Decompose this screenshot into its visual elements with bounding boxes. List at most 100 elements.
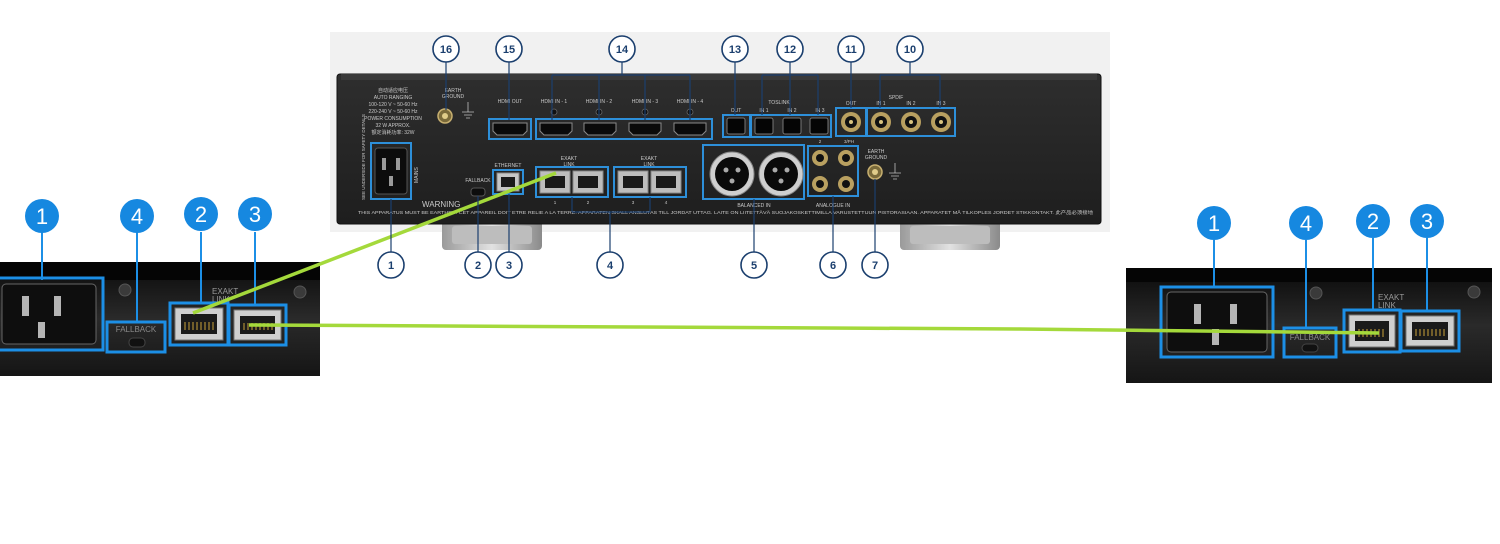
zoom-link-label: LINK (1378, 301, 1396, 310)
toslink-port (754, 117, 774, 135)
callout-badge (1410, 204, 1444, 238)
zoom-mains-highlight (0, 276, 105, 352)
power-spec-line: POWER CONSUMPTION (364, 116, 422, 122)
ethernet-highlight (492, 169, 524, 195)
callout-badge (1356, 204, 1390, 238)
balanced-inputs: BALANCED IN (702, 144, 805, 209)
callout-badge-number: 4 (1300, 211, 1312, 236)
earth-ground-top: EARTH GROUND (437, 88, 474, 124)
toslink-label: TOSLINK (768, 100, 790, 106)
power-spec-line: 100-120 V ~ 50-60 Hz (368, 102, 418, 108)
callout-number: 1 (388, 260, 394, 272)
warning-text: THIS APPARATUS MUST BE EARTHED. CET APPA… (358, 209, 1093, 216)
callout-circle (819, 251, 847, 279)
link-label: LINK (643, 162, 655, 168)
fallback-label: FALLBACK (465, 178, 491, 184)
zoom-left-badges: 1 4 2 3 (25, 197, 272, 233)
earth-label: EARTH (445, 88, 462, 94)
toslink-port (809, 117, 829, 135)
toslink-in-highlight (750, 114, 832, 138)
callout-number: 14 (616, 44, 629, 56)
callout-circle (596, 251, 624, 279)
zoom-right-badges: 1 4 2 3 (1197, 204, 1444, 240)
toslink-port-label: IN 1 (759, 108, 768, 114)
hdmi-in-label: HDMI IN - 1 (541, 99, 568, 105)
callout-badge (1289, 206, 1323, 240)
callout-number: 16 (440, 44, 452, 56)
spdif-port-label: IN 2 (906, 101, 915, 107)
connector-lines (192, 171, 1380, 335)
fallback-ethernet: FALLBACK ETHERNET (465, 163, 524, 197)
callout-circle (608, 35, 636, 63)
ground-label: GROUND (865, 155, 888, 161)
callout-circle (495, 35, 523, 63)
exakt-port-number: 2 (587, 200, 590, 205)
callout-circle (495, 251, 523, 279)
connector-line (248, 323, 1380, 335)
callout-circle (740, 251, 768, 279)
earth-ground-right: EARTH GROUND (865, 149, 901, 180)
callout-number: 6 (830, 260, 836, 272)
safety-side-text: SEE UNDERSIDE FOR SAFETY DETAILS (361, 114, 366, 200)
bottom-callouts: 1 2 3 4 5 6 7 (377, 179, 889, 279)
analogue-mark: 2 (819, 139, 822, 144)
ethernet-label: ETHERNET (495, 163, 522, 169)
mains-label: MAINS (414, 167, 420, 184)
zoom-right: FALLBACK EXAKT LINK 1 4 2 (1126, 204, 1492, 383)
hdmi-out-highlight (488, 118, 532, 140)
callout-badge-number: 2 (195, 202, 207, 227)
exakt-label: EXAKT (561, 156, 577, 162)
exakt-link-section: EXAKT LINK EXAKT LINK 1 2 3 4 (535, 156, 687, 205)
ground-symbol-icon (462, 102, 474, 119)
callout-badge-number: 3 (1421, 209, 1433, 234)
power-spec-line: AUTO RANGING (374, 95, 413, 101)
toslink-port-label: IN 2 (787, 108, 796, 114)
toslink-section: TOSLINK OUT IN 1 IN 2 IN 3 (722, 100, 832, 138)
callout-number: 13 (729, 44, 741, 56)
top-callouts: 16 15 14 13 12 11 10 (432, 35, 941, 120)
callout-badge (238, 197, 272, 231)
hdmi-in-port (673, 122, 707, 136)
zoom-fallback-label: FALLBACK (116, 325, 157, 334)
exakt-port-number: 1 (554, 200, 557, 205)
power-spec-line: 32 W APPROX. (375, 123, 410, 129)
callout-number: 5 (751, 260, 757, 272)
earth-label: EARTH (868, 149, 885, 155)
callout-badge-number: 4 (131, 204, 143, 229)
toslink-port-label: IN 3 (815, 108, 824, 114)
callout-badge (25, 199, 59, 233)
power-spec-block: 自动适应电压 AUTO RANGING 100-120 V ~ 50-60 Hz… (364, 87, 422, 136)
toslink-port (782, 117, 802, 135)
zoom-link-label: LINK (212, 295, 230, 304)
callout-badge (1197, 206, 1231, 240)
toslink-port (726, 117, 746, 135)
callout-badge-number: 1 (36, 204, 48, 229)
ground-label: GROUND (442, 94, 465, 100)
callout-badge-number: 2 (1367, 209, 1379, 234)
analogue-mark: 3/PH (844, 139, 854, 144)
callout-badge-number: 3 (249, 202, 261, 227)
callout-circle (861, 251, 889, 279)
zoom-fallback-highlight (1282, 326, 1338, 359)
fallback-button (470, 187, 486, 197)
zoom-exakt-label: EXAKT (212, 287, 238, 296)
exakt-port-number: 4 (665, 200, 668, 205)
warning-title: WARNING (422, 200, 460, 209)
hdmi-in-port (539, 122, 573, 136)
callout-number: 10 (904, 44, 916, 56)
callout-number: 3 (506, 260, 512, 272)
zoom-mains-highlight (1159, 285, 1275, 359)
callout-number: 2 (475, 260, 481, 272)
device-rear-panel: SEE UNDERSIDE FOR SAFETY DETAILS 自动适应电压 … (330, 32, 1110, 250)
toslink-port-label: OUT (731, 108, 742, 114)
callout-circle (776, 35, 804, 63)
callout-circle (837, 35, 865, 63)
callout-circle (432, 35, 460, 63)
callout-number: 4 (607, 260, 614, 272)
spdif-port-label: IN 1 (876, 101, 885, 107)
zoom-port-highlight (1399, 309, 1461, 353)
spdif-in-highlight (866, 107, 956, 137)
device-feet (442, 220, 1000, 250)
ground-symbol-icon (889, 163, 901, 180)
spdif-jacks (841, 112, 951, 132)
